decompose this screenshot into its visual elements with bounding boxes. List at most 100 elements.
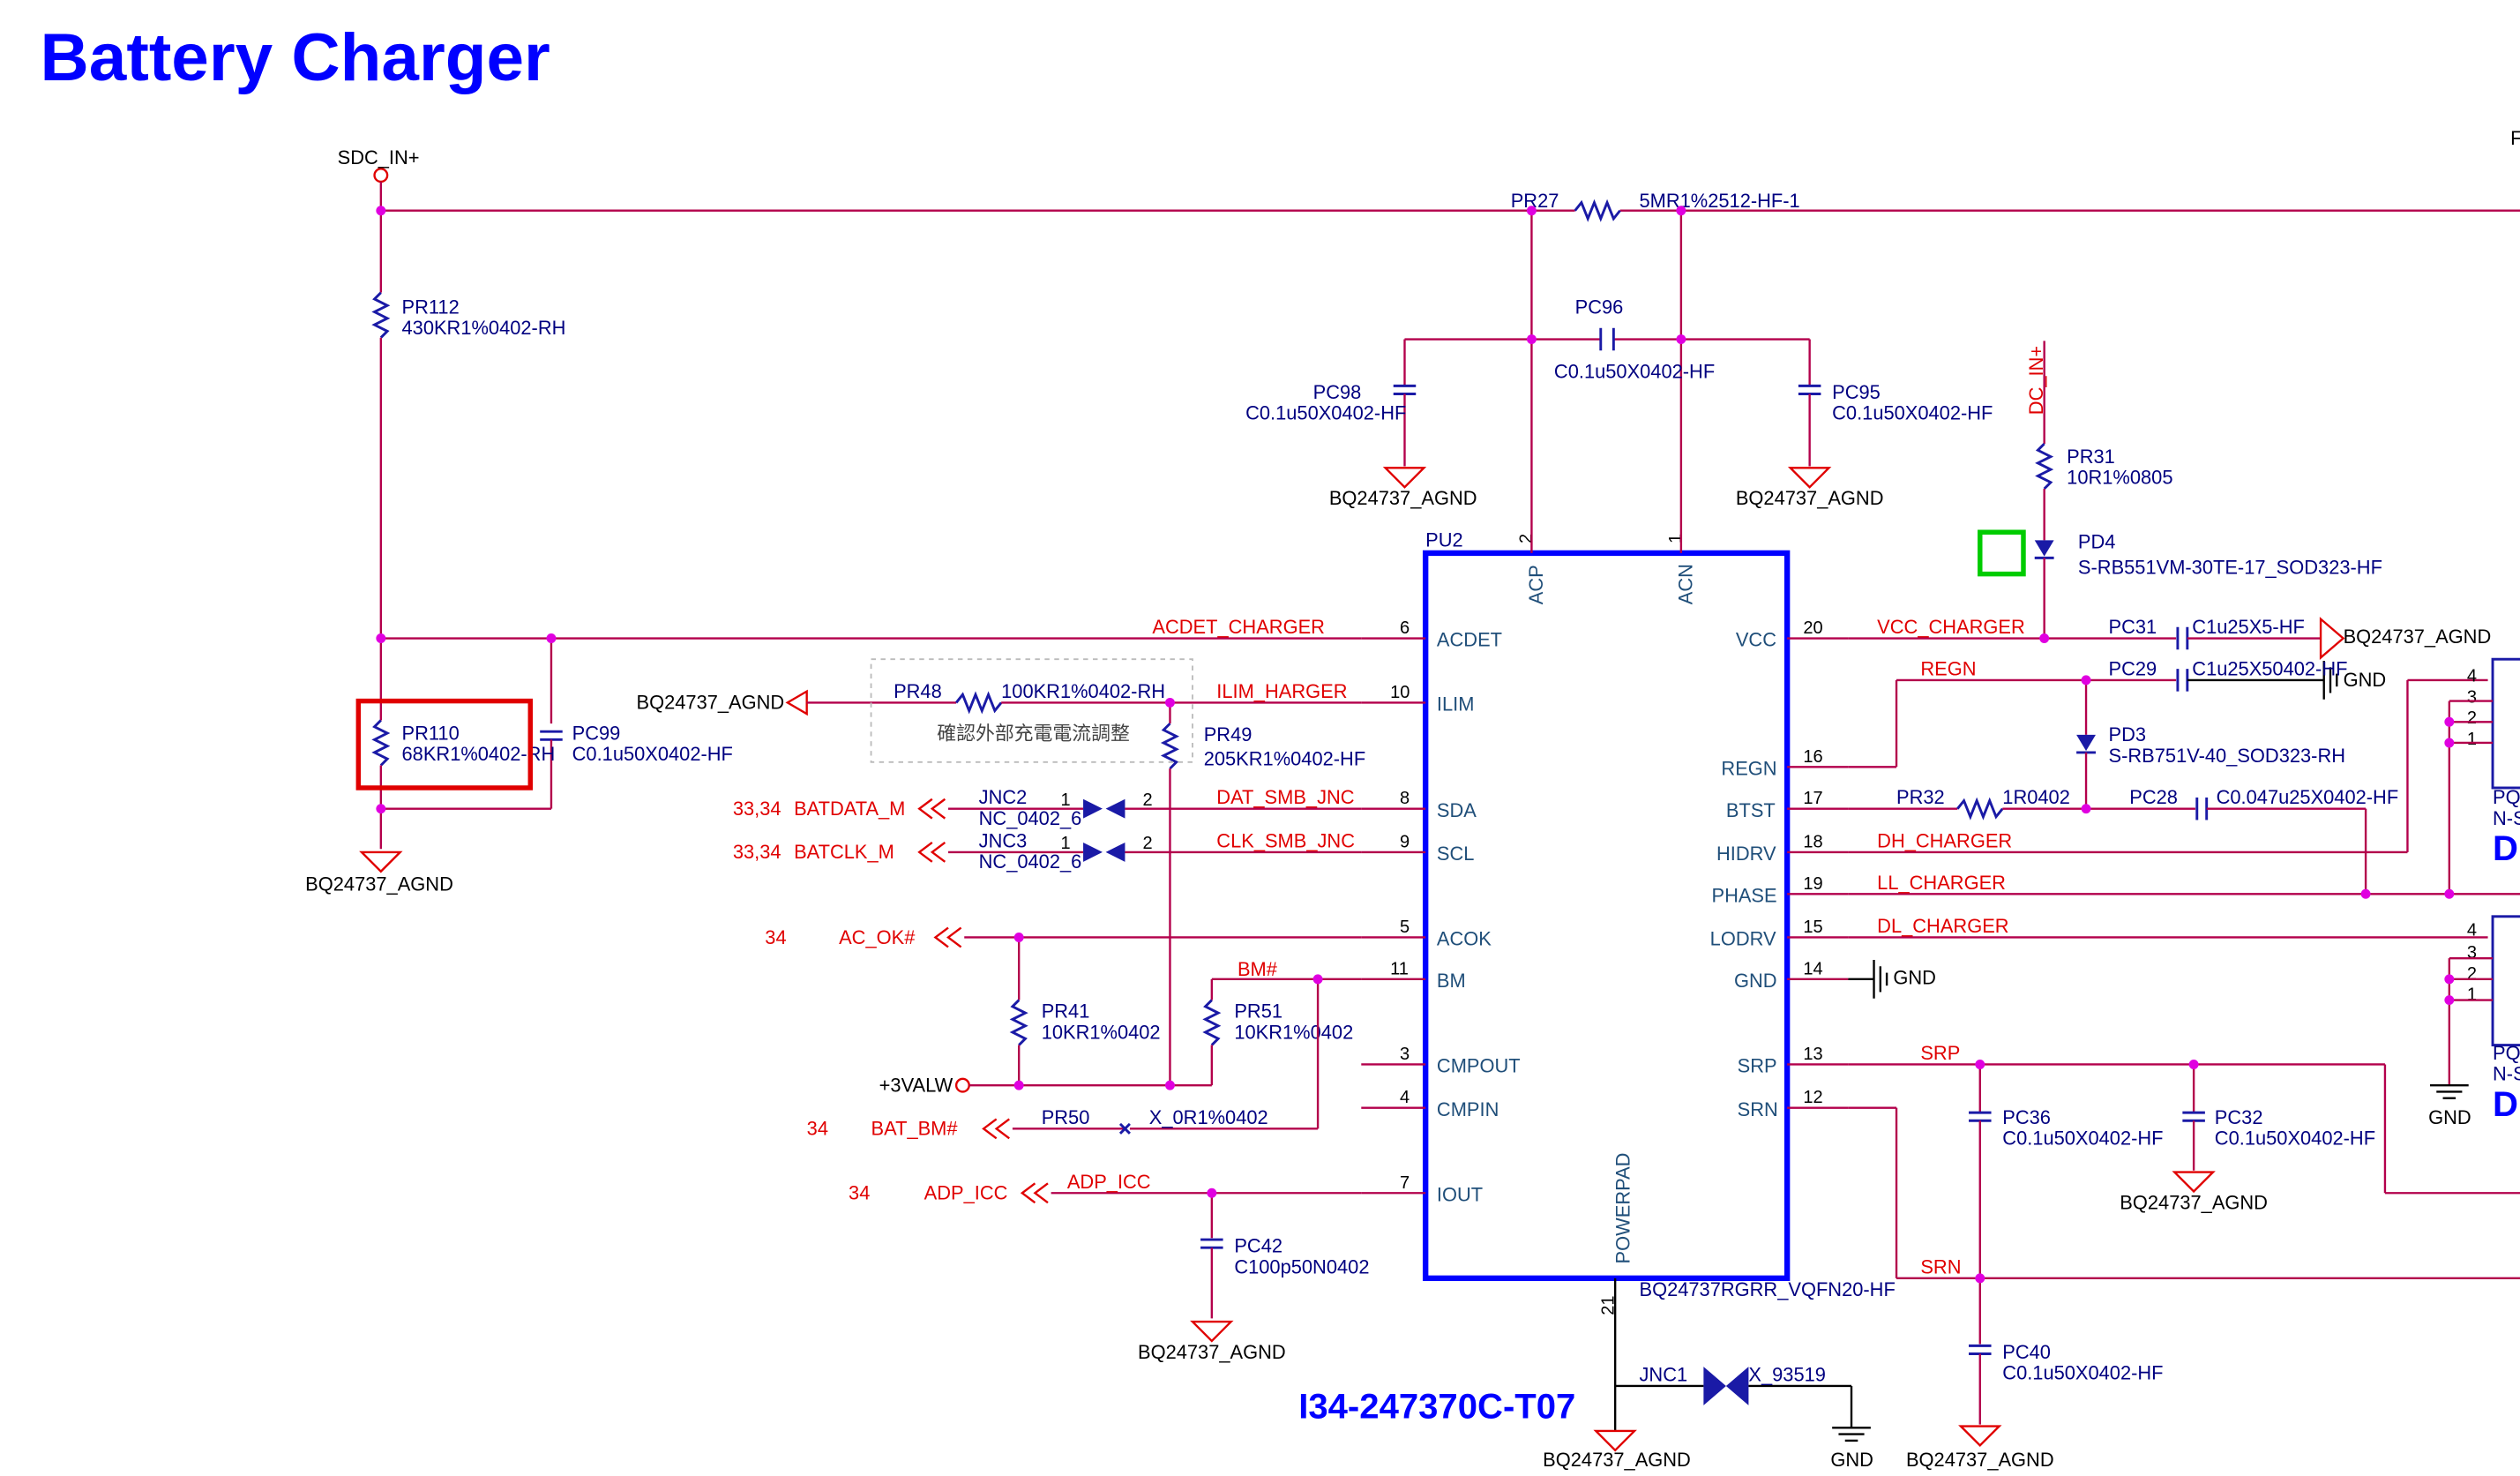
net-acdet-charger: ACDET_CHARGER <box>1152 616 1325 638</box>
pr48-value: 100KR1%0402-RH <box>1001 680 1165 702</box>
sheet-ref-batclk: 33,34 <box>733 841 781 863</box>
acok-bm-network: 34 AC_OK# PR41 10KR1%0402 +3VALW PR51 10… <box>765 926 1362 1140</box>
pin-num-bm: 11 <box>1390 959 1409 978</box>
pr49-value: 205KR1%0402-HF <box>1204 747 1365 769</box>
sheet-ref-batdata: 33,34 <box>733 798 781 820</box>
sheet-ref-bat-bm: 34 <box>807 1118 828 1140</box>
acdet-network: PC99 C0.1u50X0402-HF ACDET_CHARGER <box>380 616 1362 810</box>
gnd-agnd-powerpad: BQ24737_AGND <box>1543 1449 1691 1471</box>
pq-top-ref: PQ <box>2493 786 2520 808</box>
pin-num-srn: 12 <box>1803 1088 1822 1107</box>
iout-network: 34 ADP_ICC ADP_ICC PC42 C100p50N0402 BQ2… <box>849 1171 1369 1363</box>
pc31-value: C1u25X5-HF <box>2192 616 2305 638</box>
gnd-pc29: GND <box>2344 669 2387 691</box>
vcc-network: DC_IN+ PR31 10R1%0805 PD4 S-RB551VM-30TE… <box>1848 341 2492 660</box>
pq-bot-pin-3: 3 <box>2467 943 2477 963</box>
pr31-ref: PR31 <box>2067 446 2115 468</box>
pin-num-lodrv: 15 <box>1803 918 1822 937</box>
pc95-ref: PC95 <box>1832 381 1881 403</box>
net-srn: SRN <box>1920 1255 1961 1277</box>
pin-name-acp: ACP <box>1525 565 1547 604</box>
ic-part-number: BQ24737RGRR_VQFN20-HF <box>1640 1278 1896 1300</box>
pin-name-regn: REGN <box>1721 757 1776 779</box>
pc28-value: C0.047u25X0402-HF <box>2217 786 2399 808</box>
net-batdata: BATDATA_M <box>794 798 905 820</box>
pc40-value: C0.1u50X0402-HF <box>2002 1362 2163 1384</box>
pc28-ref: PC28 <box>2129 786 2178 808</box>
pr50-ref: PR50 <box>1042 1106 1090 1128</box>
ic-outline <box>1422 550 1791 1282</box>
pq-top-pin-3: 3 <box>2467 687 2477 707</box>
ic-pu2: PU2 BQ24737RGRR_VQFN20-HF I34-247370C-T0… <box>1298 529 1896 1431</box>
jnc2-ref: JNC2 <box>979 786 1028 808</box>
note-text: 確認外部充電電流調整 <box>937 722 1130 744</box>
net-dl-charger: DL_CHARGER <box>1877 915 2008 937</box>
pc42-ref: PC42 <box>1234 1235 1282 1257</box>
gnd-agnd-ilim: BQ24737_AGND <box>637 692 785 714</box>
gnd-pq-bot: GND <box>2428 1106 2471 1128</box>
pin-name-vcc: VCC <box>1736 629 1776 651</box>
pq-top-pin-4: 4 <box>2467 667 2477 686</box>
pd4-value: S-RB551VM-30TE-17_SOD323-HF <box>2078 557 2382 579</box>
pin-num-regn: 16 <box>1803 747 1822 767</box>
pin-name-btst: BTST <box>1726 799 1776 821</box>
net-ac-ok: AC_OK# <box>839 926 916 948</box>
gnd-agnd-vcc: BQ24737_AGND <box>2344 626 2492 648</box>
sheet-ref-ac-ok: 34 <box>765 926 786 948</box>
pin-name-acn: ACN <box>1675 564 1697 604</box>
pr50-value: X_0R1%0402 <box>1149 1106 1268 1128</box>
sheet-ref-adp-icc: 34 <box>849 1182 870 1204</box>
jnc3-ref: JNC3 <box>979 829 1028 851</box>
pin-name-phase: PHASE <box>1712 884 1777 906</box>
pin-name-acdet: ACDET <box>1437 629 1502 651</box>
pd3-ref: PD3 <box>2109 723 2147 745</box>
ic-pins-right: 20 VCC 16 REGN 17 BTST 18 HIDRV 19 PHASE… <box>1710 618 1849 1120</box>
pq-bot-type: N-S <box>2493 1063 2520 1085</box>
net-dat-smb-jnc: DAT_SMB_JNC <box>1216 786 1354 808</box>
gnd-agnd-pc40: BQ24737_AGND <box>1906 1449 2054 1471</box>
smbus-network: 33,34 BATDATA_M 1 2 JNC2 NC_0402_6 DAT_S… <box>733 786 1362 873</box>
pr49-ref: PR49 <box>1204 723 1253 745</box>
pc42-value: C100p50N0402 <box>1234 1255 1369 1277</box>
right-edge-mosfets: F 4 3 2 1 PQ N-S D( 4 3 2 1 GND PQ N-S D… <box>2428 127 2520 1128</box>
pin-name-gnd: GND <box>1734 970 1777 992</box>
pq-top-body <box>2491 657 2520 790</box>
pin-name-cmpout: CMPOUT <box>1437 1055 1521 1077</box>
net-clk-smb-jnc: CLK_SMB_JNC <box>1216 829 1355 851</box>
page-title: Battery Charger <box>41 20 550 95</box>
net-regn: REGN <box>1920 657 1976 679</box>
pin-num-acdet: 6 <box>1400 618 1410 638</box>
pin-num-cmpout: 3 <box>1400 1045 1410 1064</box>
jnc2-value: NC_0402_6 <box>979 807 1082 829</box>
gnd-agnd-pc32: BQ24737_AGND <box>2120 1191 2268 1213</box>
junction-dots <box>376 206 2455 1284</box>
pd4-ref: PD4 <box>2078 530 2116 552</box>
pd4-highlight-box <box>1978 529 2026 577</box>
pr27-value: 5MR1%2512-HF-1 <box>1640 190 1800 212</box>
pq-top-pin-1: 1 <box>2467 730 2477 749</box>
net-dh-charger: DH_CHARGER <box>1877 829 2012 851</box>
pc29-ref: PC29 <box>2109 657 2157 679</box>
pq-bot-ref: PQ <box>2493 1042 2520 1064</box>
pc99-ref: PC99 <box>572 722 621 744</box>
pr31-value: 10R1%0805 <box>2067 467 2172 489</box>
pr32-value: 1R0402 <box>2002 786 2070 808</box>
pc32-ref: PC32 <box>2215 1106 2263 1128</box>
pr48-ref: PR48 <box>894 680 942 702</box>
pr112-value: 430KR1%0402-RH <box>402 317 566 339</box>
ic-ref: PU2 <box>1425 529 1463 551</box>
pr112-ref: PR112 <box>402 296 460 318</box>
pin-name-srn: SRN <box>1738 1098 1778 1120</box>
pr41-ref: PR41 <box>1042 1000 1090 1023</box>
note-box <box>870 658 1193 763</box>
pin-num-btst: 17 <box>1803 789 1822 808</box>
gnd-jnc1: GND <box>1830 1449 1873 1471</box>
net-srp: SRP <box>1920 1042 1960 1064</box>
gnd-agnd-left-label: BQ24737_AGND <box>305 873 453 895</box>
pr110-highlight-box <box>355 698 534 790</box>
pin-name-iout: IOUT <box>1437 1183 1483 1205</box>
net-adp-icc-port: ADP_ICC <box>924 1182 1008 1204</box>
net-bm: BM# <box>1238 958 1278 980</box>
pc29-value: C1u25X50402-HF <box>2192 657 2347 679</box>
regn-btst-network: REGN PC29 C1u25X50402-HF GND PD3 S-RB751… <box>1848 657 2399 895</box>
